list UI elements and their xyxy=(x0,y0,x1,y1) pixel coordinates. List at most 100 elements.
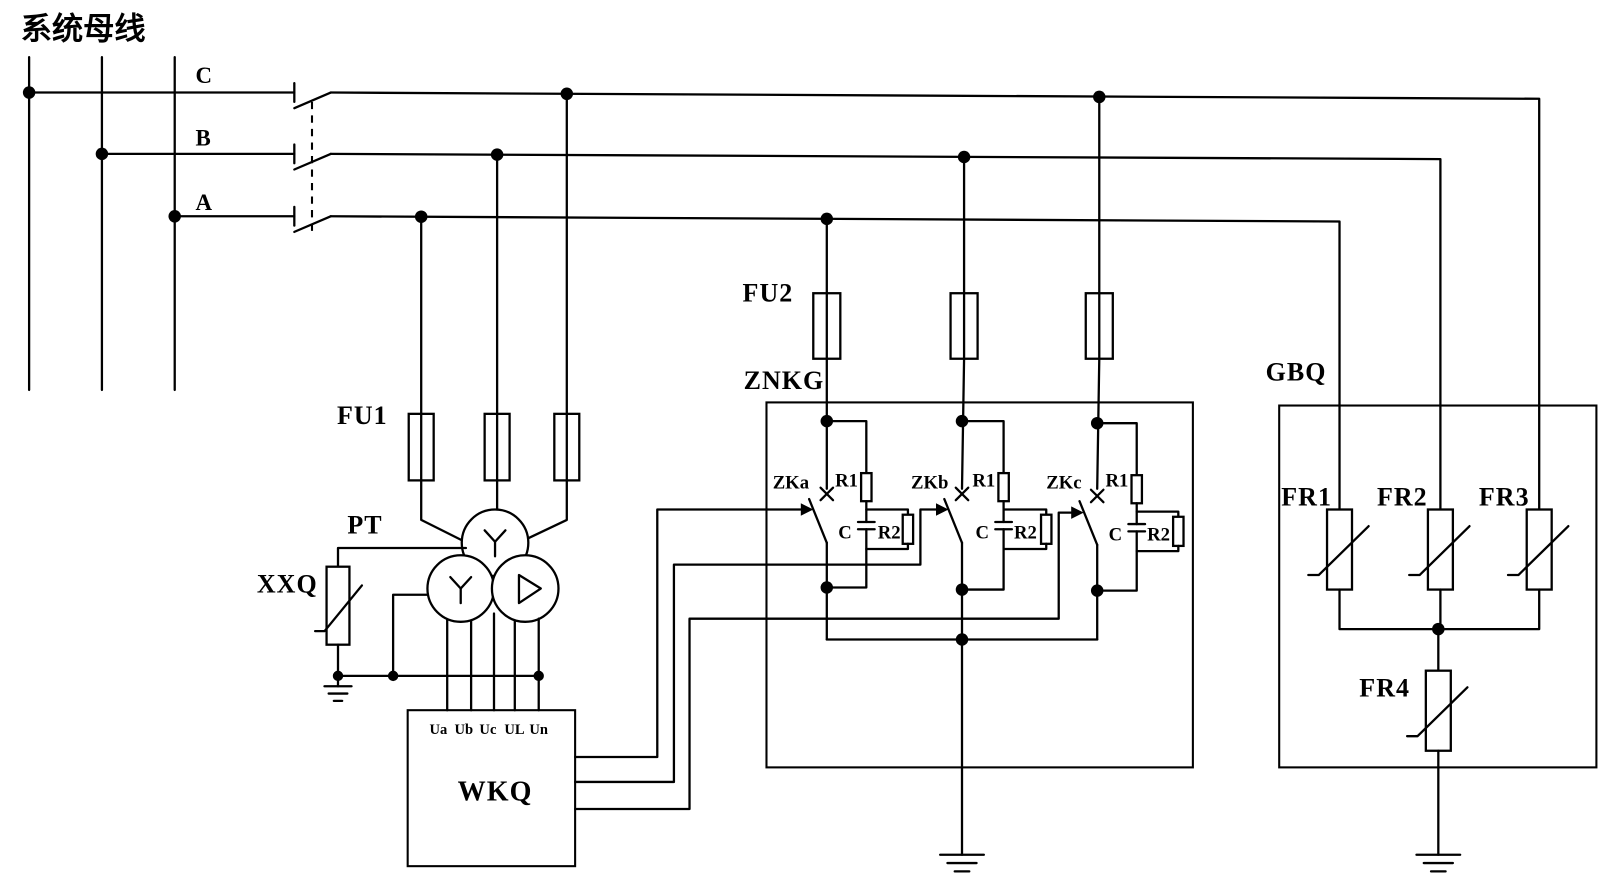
system-busbar: C B A xyxy=(22,56,296,392)
znkg-branch-a: ZKa R1 C R2 xyxy=(773,357,915,641)
switch-cross-mark xyxy=(1089,488,1105,504)
varistor-symbol xyxy=(1408,525,1471,577)
ground-symbol xyxy=(939,853,985,873)
capacitor-c-label: C xyxy=(976,523,990,544)
wire xyxy=(1096,422,1138,477)
switch-zka-label: ZKa xyxy=(773,473,810,494)
wire xyxy=(420,479,467,543)
fu1-label: FU1 xyxy=(337,401,388,430)
junction-dot xyxy=(955,583,969,596)
capacitor-c-label: C xyxy=(1109,525,1123,546)
switch-zkb-blade xyxy=(943,497,964,544)
control-line-zkb xyxy=(573,508,942,784)
fu2-label: FU2 xyxy=(743,279,794,308)
switch-blade-c xyxy=(293,91,332,110)
resistor-r1-label: R1 xyxy=(972,471,995,492)
wire xyxy=(1135,544,1180,553)
control-line-zka xyxy=(573,508,807,759)
wire xyxy=(960,419,1005,475)
znkg-branch-c: ZKc R1 C R2 xyxy=(1046,357,1185,641)
wire xyxy=(1002,508,1048,516)
switch-zkb-label: ZKb xyxy=(911,473,948,494)
resistor-r1 xyxy=(997,471,1010,503)
varistor-symbol xyxy=(1307,525,1370,577)
switch-zkc-label: ZKc xyxy=(1046,473,1081,494)
pt-label: PT xyxy=(347,510,382,539)
disconnect-switch xyxy=(293,82,332,234)
varistor-symbol xyxy=(313,584,364,633)
junction-dot xyxy=(22,86,36,99)
junction-dot xyxy=(387,670,399,682)
gbq-protector: GBQ FR1 FR2 FR3 FR4 xyxy=(1266,358,1598,873)
control-line-zkc xyxy=(573,511,1077,811)
switch-cross-mark xyxy=(819,486,835,502)
znkg-unit: ZNKG ZKa R1 C R2 xyxy=(744,357,1194,873)
varistor-fr1 xyxy=(1325,508,1354,591)
gbq-label: GBQ xyxy=(1266,358,1327,387)
resistor-r1 xyxy=(1130,474,1144,505)
diagram-title: 系统母线 xyxy=(21,12,146,48)
wkq-box xyxy=(406,709,577,868)
pt-secondary-winding-delta xyxy=(490,554,560,623)
znkg-box xyxy=(765,401,1194,769)
control-lines xyxy=(573,503,1084,811)
wire xyxy=(391,593,429,678)
resistor-r2-label: R2 xyxy=(1147,525,1170,546)
fr1-label: FR1 xyxy=(1281,482,1332,511)
phase-c-line xyxy=(329,91,1541,511)
wire xyxy=(1002,542,1048,551)
varistor-fr3 xyxy=(1525,508,1553,591)
fr4-label: FR4 xyxy=(1359,674,1410,703)
junction-dot xyxy=(820,581,834,594)
terminal-ua: Ua xyxy=(430,722,449,738)
ground-symbol xyxy=(1415,853,1462,873)
delta-symbol xyxy=(517,573,542,605)
varistor-fr4 xyxy=(1424,669,1452,752)
phase-b-label: B xyxy=(196,126,211,151)
fu2-fuse-group: FU2 xyxy=(743,95,1114,360)
switch-cross-mark xyxy=(954,486,970,502)
resistor-r1 xyxy=(859,471,873,503)
wire xyxy=(865,508,910,516)
resistor-r1-label: R1 xyxy=(1106,471,1129,492)
junction-dot xyxy=(1090,584,1104,597)
pt-output-wires xyxy=(446,612,540,712)
phase-b-line xyxy=(329,152,1442,511)
phase-a-label: A xyxy=(196,190,213,215)
terminal-ub: Ub xyxy=(454,722,473,738)
varistor-symbol xyxy=(1405,686,1469,738)
phase-a-line xyxy=(329,215,1341,511)
terminal-uc: Uc xyxy=(479,722,497,738)
junction-dot xyxy=(168,210,181,223)
resistor-r2-label: R2 xyxy=(878,523,901,544)
resistor-r2 xyxy=(1171,515,1185,548)
phase-c-label: C xyxy=(196,63,213,88)
resistor-r2 xyxy=(901,513,915,545)
ground-symbol xyxy=(323,685,353,702)
arrowhead xyxy=(936,503,949,516)
switch-zkc-blade xyxy=(1078,500,1099,547)
wire xyxy=(865,542,910,551)
resistor-r2 xyxy=(1039,513,1053,545)
arrowhead xyxy=(1071,506,1084,519)
resistor-r2-label: R2 xyxy=(1014,523,1037,544)
wire xyxy=(336,546,468,568)
resistor-r1-label: R1 xyxy=(835,471,858,492)
wkq-label: WKQ xyxy=(458,777,533,808)
switch-zka-blade xyxy=(807,497,828,544)
phase-lines xyxy=(329,87,1541,511)
arrowhead xyxy=(800,503,814,516)
znkg-branch-b: ZKb R1 C R2 xyxy=(911,357,1053,641)
wire xyxy=(524,479,568,541)
wkq-controller: Ua Ub Uc UL Un WKQ xyxy=(406,709,577,868)
junction-dot xyxy=(332,670,344,682)
capacitor-c-label: C xyxy=(838,523,852,544)
wire xyxy=(1135,510,1180,518)
wire xyxy=(825,419,868,475)
fr2-label: FR2 xyxy=(1377,482,1428,511)
fr3-label: FR3 xyxy=(1479,482,1530,511)
junction-dot xyxy=(95,147,109,161)
pt-transformer: PT xyxy=(347,508,560,623)
fu1-fuse-group: FU1 xyxy=(337,92,581,543)
